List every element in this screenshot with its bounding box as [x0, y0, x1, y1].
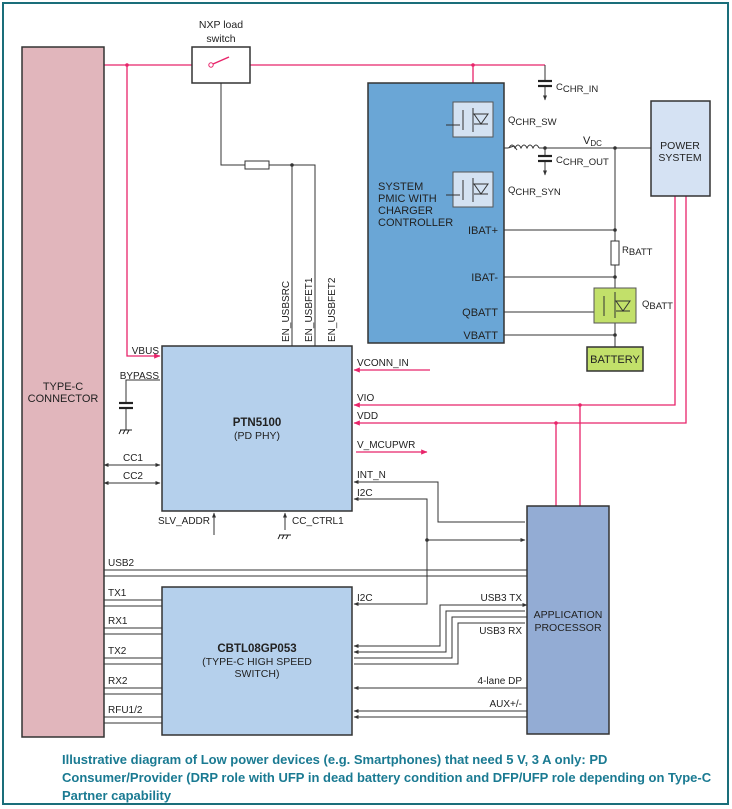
ap-label-2: PROCESSOR	[534, 622, 602, 634]
pin-en-usbsrc: EN_USBSRC	[281, 281, 292, 342]
cbtl-name: CBTL08GP053	[217, 643, 296, 655]
mosfet-q-chr-sw-icon	[446, 101, 494, 138]
pin-en-usbfet1: EN_USBFET1	[304, 277, 315, 342]
switch-icon	[208, 56, 230, 68]
pin-i2c-cbtl: I2C	[357, 593, 373, 604]
type-c-connector-block	[21, 46, 105, 738]
battery-block	[586, 346, 644, 372]
sig-usb2: USB2	[108, 558, 135, 569]
pin-cc-ctrl1: CC_CTRL1	[292, 516, 344, 527]
ground-icons	[118, 429, 291, 540]
connector-label-2: CONNECTOR	[28, 393, 99, 405]
sig-tx2: TX2	[108, 646, 127, 657]
ptn5100-subtitle: (PD PHY)	[234, 430, 280, 442]
pmic-label-1: SYSTEM	[378, 181, 423, 193]
en-usbfet-line	[269, 164, 316, 346]
mosfet-q-chr-syn-icon	[446, 171, 494, 208]
ptn5100-block	[161, 345, 353, 512]
application-processor-block	[526, 505, 610, 735]
load-switch-label-1: NXP load	[199, 19, 243, 31]
c-chr-in-label: CCHR_IN	[556, 82, 598, 95]
load-switch-label-2: switch	[206, 33, 235, 45]
sig-rx2: RX2	[108, 676, 128, 687]
pin-int-n: INT_N	[357, 470, 386, 481]
cbtl-subtitle-2: SWITCH)	[235, 668, 280, 680]
cbtl08gp053-block	[161, 586, 353, 736]
pin-cc1: CC1	[123, 453, 143, 464]
sig-rx1: RX1	[108, 616, 128, 627]
battery-label: BATTERY	[590, 354, 640, 366]
q-chr-sw-label: QCHR_SW	[508, 115, 557, 128]
int-n-line	[353, 480, 525, 523]
cbtl-subtitle-1: (TYPE-C HIGH SPEED	[202, 656, 312, 668]
q-batt-label: QBATT	[642, 299, 673, 312]
pmic-label-2: PMIC WITH	[378, 193, 437, 205]
pin-qbatt: QBATT	[462, 307, 498, 319]
sig-rfu: RFU1/2	[108, 705, 143, 716]
pin-en-usbfet2: EN_USBFET2	[327, 277, 338, 342]
pin-vio: VIO	[357, 393, 374, 404]
pin-ibat-plus: IBAT+	[468, 225, 498, 237]
pin-vdd: VDD	[357, 411, 378, 422]
q-chr-syn-label: QCHR_SYN	[508, 185, 561, 198]
sig-tx1: TX1	[108, 588, 127, 599]
connector-label-1: TYPE-C	[43, 381, 83, 393]
pin-cc2: CC2	[123, 471, 143, 482]
vdc-label: VDC	[583, 135, 602, 148]
load-switch-ctrl	[220, 83, 245, 166]
figure-caption: Illustrative diagram of Low power device…	[62, 752, 712, 803]
pin-vconn-in: VCONN_IN	[357, 358, 409, 369]
signal-lines	[103, 65, 652, 724]
vbus-line	[126, 65, 161, 359]
pin-v-mcupwr: V_MCUPWR	[357, 440, 415, 451]
vdd-line	[353, 196, 687, 426]
vio-line	[353, 196, 676, 408]
pin-bypass: BYPASS	[120, 371, 160, 382]
pin-ibat-minus: IBAT-	[471, 272, 498, 284]
pin-slv-addr: SLV_ADDR	[158, 516, 210, 527]
power-system-block	[650, 100, 711, 197]
mosfet-q-batt-icon	[593, 287, 637, 324]
ptn5100-name: PTN5100	[233, 417, 282, 429]
sig-aux: AUX+/-	[489, 699, 522, 710]
sig-4-lane-dp: 4-lane DP	[478, 676, 523, 687]
power-system-label-2: SYSTEM	[658, 152, 701, 164]
ap-label-1: APPLICATION	[534, 609, 603, 621]
r-batt-resistor-icon	[610, 240, 620, 266]
power-lines	[104, 64, 687, 506]
pmic-label-3: CHARGER	[378, 205, 433, 217]
pmic-label-4: CONTROLLER	[378, 217, 453, 229]
pin-i2c-ptn: I2C	[357, 488, 373, 499]
nxp-load-switch	[191, 46, 251, 84]
c-chr-out-label: CCHR_OUT	[556, 155, 609, 168]
sig-usb3-tx: USB3 TX	[481, 593, 523, 604]
pin-vbus: VBUS	[132, 346, 160, 357]
pin-vbatt: VBATT	[463, 330, 498, 342]
sig-usb3-rx: USB3 RX	[479, 626, 522, 637]
resistor-icon	[244, 160, 270, 170]
capacitor-icons	[119, 79, 552, 410]
power-system-label-1: POWER	[660, 140, 700, 152]
r-batt-label: RBATT	[622, 245, 653, 258]
